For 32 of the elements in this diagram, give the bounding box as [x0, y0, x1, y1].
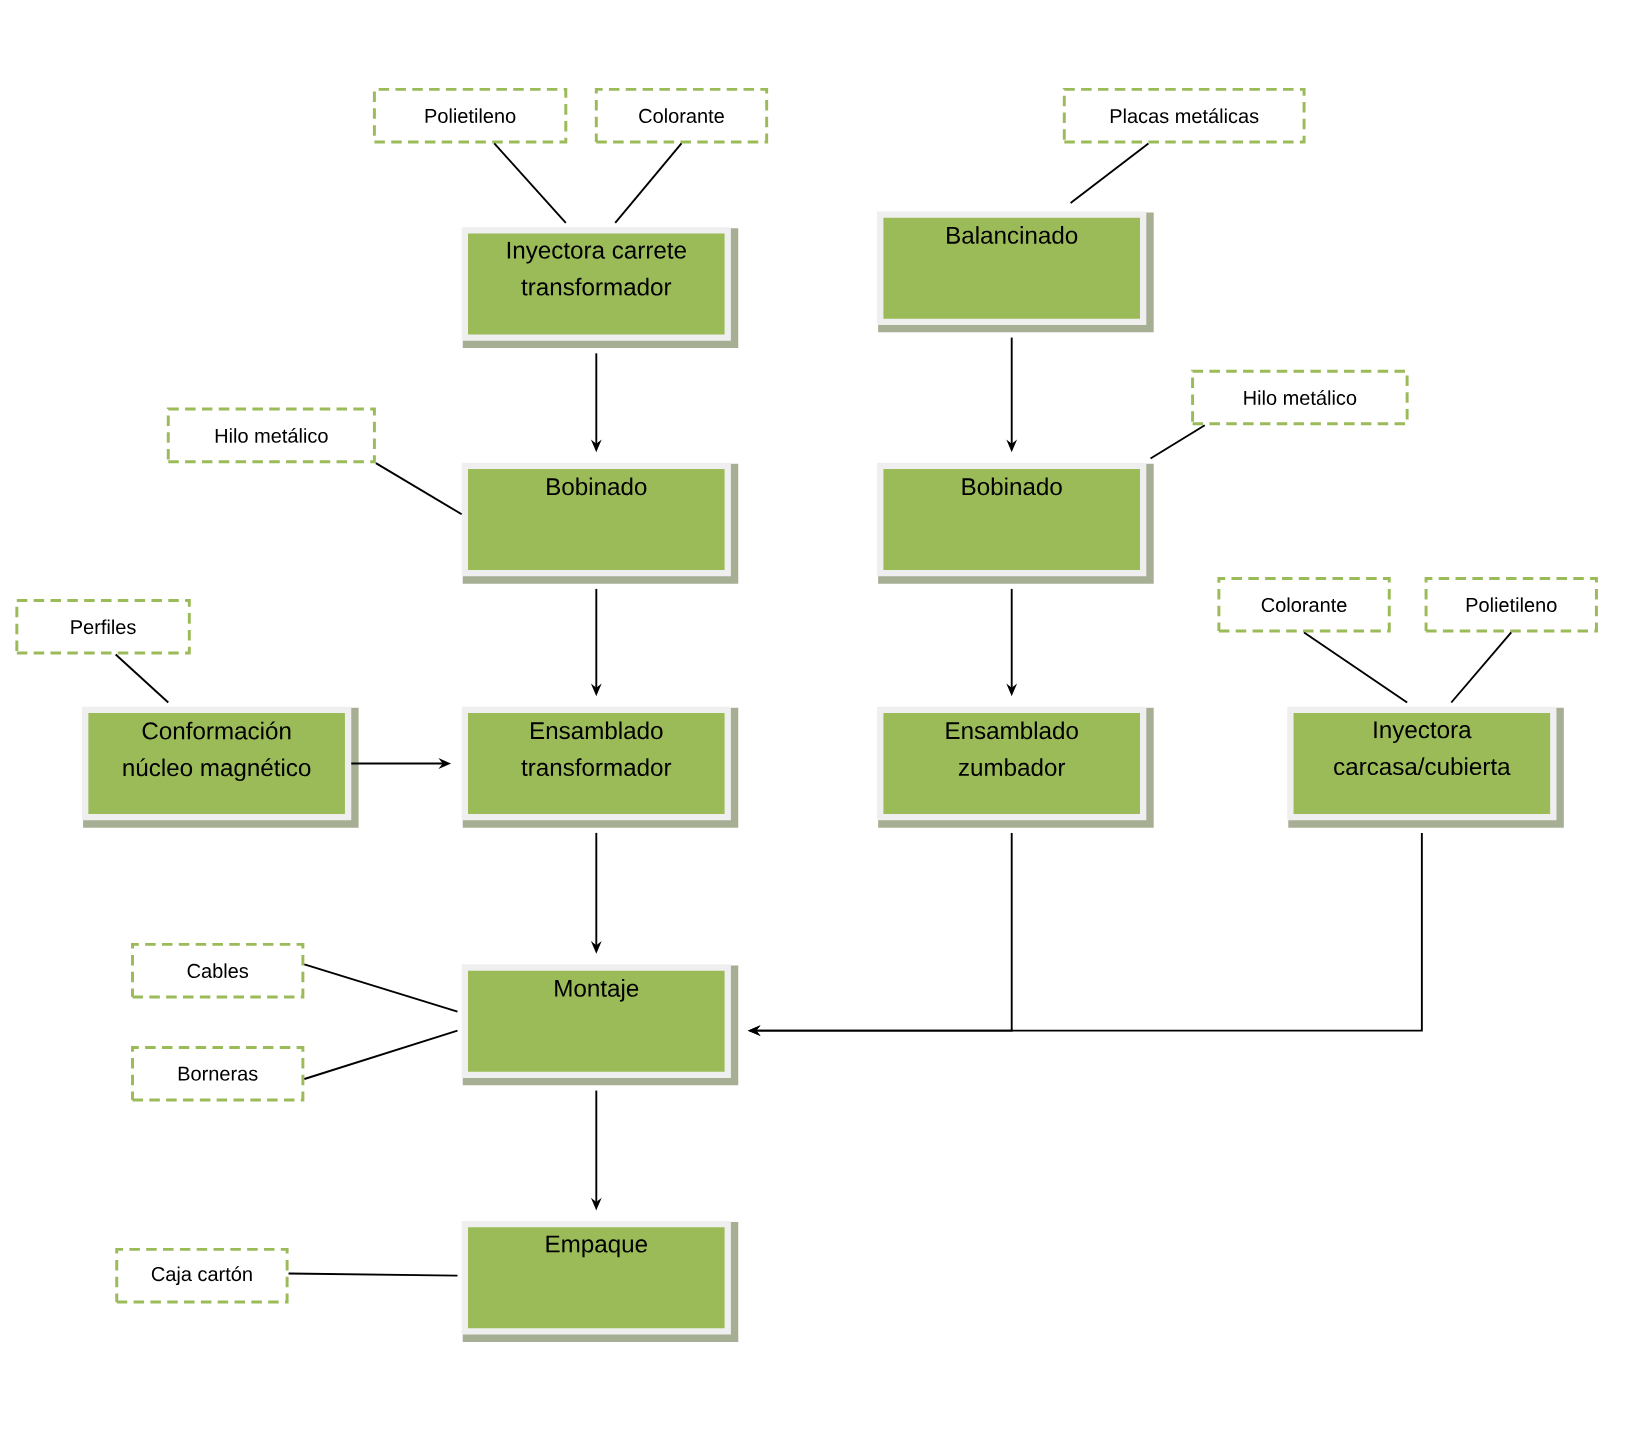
material-box: Caja cartón [115, 1247, 289, 1304]
process-box: Empaque [461, 1220, 739, 1342]
material-box: Cables [131, 942, 305, 999]
connector-line [303, 1029, 459, 1080]
material-box: Hilo metálico [1191, 369, 1409, 426]
process-box: Balancinado [877, 211, 1154, 333]
material-box: Borneras [131, 1045, 305, 1102]
connector-line [1450, 631, 1513, 704]
process-box: Montaje [461, 964, 739, 1086]
material-box: Placas metálicas [1062, 87, 1306, 144]
process-box: Inyectora carcasa/cubierta [1287, 706, 1564, 828]
process-box: Bobinado [461, 462, 739, 584]
material-box: Colorante [594, 87, 769, 144]
connector-line [1149, 424, 1206, 460]
material-box: Polietileno [1424, 576, 1598, 633]
connector-line [114, 653, 170, 704]
material-box: Perfiles [15, 598, 191, 655]
connector-line [493, 142, 567, 224]
material-box: Hilo metálico [166, 407, 376, 464]
connector-line [1069, 142, 1150, 204]
process-box: Ensamblado transformador [461, 706, 739, 828]
connector-line [614, 142, 683, 224]
connector-line [287, 1272, 459, 1277]
material-box: Colorante [1217, 576, 1391, 633]
material-box: Polietileno [372, 87, 568, 144]
connector-line [374, 462, 463, 516]
process-box: Inyectora carrete transformador [461, 227, 739, 348]
connector-line [1303, 631, 1409, 704]
process-box: Conformación núcleo magnético [82, 706, 359, 828]
connector-line [303, 963, 459, 1013]
process-box: Bobinado [877, 462, 1154, 584]
process-box: Ensamblado zumbador [877, 706, 1154, 828]
